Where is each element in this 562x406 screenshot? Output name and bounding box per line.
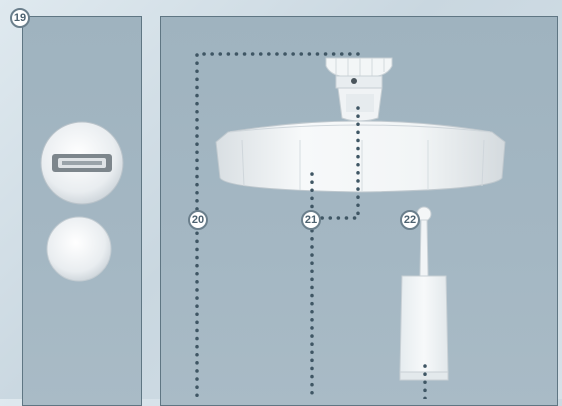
slotted-disc-part [41, 122, 123, 204]
strip-part [400, 207, 448, 380]
callout-21: 21 [301, 210, 321, 230]
valve-knob-part [326, 58, 392, 121]
callout-19: 19 [10, 8, 30, 28]
callout-22: 22 [400, 210, 420, 230]
callout-20: 20 [188, 210, 208, 230]
white-disc-part [47, 217, 111, 281]
ribbed-cap-part [216, 121, 505, 192]
leader-line-20 [197, 54, 358, 399]
